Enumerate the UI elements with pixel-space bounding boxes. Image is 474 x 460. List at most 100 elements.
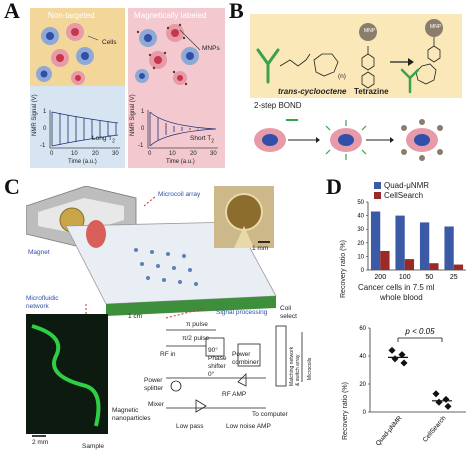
bar-y-tick-label: 40	[357, 214, 364, 220]
mnp-label-1: MNP	[364, 28, 376, 34]
long-t2-label: Long T2	[92, 135, 115, 145]
low-noise-amp-label: Low noise AMP	[226, 423, 271, 430]
bar-y-tick-label: 50	[357, 200, 364, 206]
power-combiner-1: Power	[232, 351, 251, 358]
scatter-x-tick-label: CellSearch	[422, 414, 448, 443]
nanoparticles-label: nanoparticles	[112, 415, 151, 422]
scatter-point-0-2	[391, 355, 399, 363]
scatter-x-tick-label: Quad-μNMR	[375, 415, 404, 448]
significance-label: p < 0.05	[404, 327, 435, 336]
bond-label: 2-step BOND	[254, 101, 302, 110]
scatter-point-0-0	[388, 346, 396, 354]
scatter-point-0-3	[400, 359, 408, 367]
panel-label-d: D	[326, 174, 342, 199]
cells-right	[135, 23, 199, 86]
legend-quad-swatch	[374, 182, 381, 189]
bond-cell-3	[401, 119, 443, 161]
microcoil-array-label: Microcoil array	[158, 191, 201, 198]
x-tick-20-left: 20	[92, 151, 99, 157]
bar-cellsearch-100	[404, 259, 415, 270]
cells-label: Cells	[102, 39, 117, 46]
legend-cellsearch-swatch	[374, 192, 381, 199]
x-label-left: Time (a.u.)	[68, 159, 97, 165]
bar-x-tick-label: 200	[374, 274, 386, 281]
nmr-long-decay	[49, 110, 120, 149]
bar-quad-25	[444, 226, 454, 270]
mnps-label: MNPs	[202, 45, 220, 52]
mixer-label: Mixer	[148, 401, 164, 408]
x-tick-0-right: 0	[148, 151, 152, 157]
panel-b-graphics	[254, 19, 443, 161]
panel-label-c: C	[4, 174, 20, 199]
panel-a: Non-targeted Magnetically labeled	[30, 8, 225, 168]
short-t2-label: Short T2	[190, 135, 214, 145]
y-tick-neg1-right: -1	[138, 143, 144, 149]
bar-quad-100	[395, 215, 405, 270]
antibody-icon	[256, 48, 280, 84]
phase-label: Phase	[208, 355, 227, 362]
y-label-right: NMR Signal (V)	[130, 94, 136, 136]
tco-label: trans-cyclooctene	[278, 87, 347, 96]
bar-x-tick-label: 25	[450, 274, 458, 281]
shifter-label: shifter	[208, 363, 226, 370]
scatter-y-tick-label: 0	[363, 410, 367, 416]
y-tick-0-right: 0	[141, 126, 145, 132]
x-tick-10-left: 10	[71, 151, 78, 157]
circuit-diagram	[166, 325, 303, 413]
magnetic-label: Magnetic	[112, 407, 139, 414]
legend-quad: Quad-μNMR	[384, 181, 430, 190]
mnp-label-2: MNP	[430, 24, 442, 30]
bar-quad-200	[370, 211, 381, 270]
scale-1cm: 1 cm	[128, 313, 143, 320]
power-splitter-1: Power	[144, 377, 163, 384]
network-label: network	[26, 303, 49, 310]
tco-structure	[279, 53, 339, 77]
y-tick-neg1-left: -1	[40, 143, 46, 149]
bond-cell-1	[254, 128, 286, 152]
panel-a-graphics	[36, 23, 218, 149]
tetrazine-structure	[361, 46, 375, 89]
bar-y-tick-label: 30	[357, 227, 364, 233]
rf-in-label: RF in	[160, 351, 176, 358]
scatter-point-1-0	[432, 390, 440, 398]
x-tick-20-right: 20	[190, 151, 197, 157]
magnet-label: Magnet	[28, 249, 50, 256]
x-tick-10-right: 10	[169, 151, 176, 157]
panel-label-a: A	[4, 0, 20, 23]
low-pass-label: Low pass	[176, 423, 204, 430]
callout-arrows	[85, 195, 207, 319]
x-label-right: Time (a.u.)	[166, 159, 195, 165]
x-tick-30-right: 30	[210, 151, 217, 157]
scatter-y-tick-label: 40	[359, 354, 366, 360]
bar-cellsearch-50	[429, 263, 439, 270]
mnp-bead-2	[425, 19, 443, 37]
n-label: (n)	[338, 73, 346, 80]
scatter-ylabel: Recovery ratio (%)	[342, 382, 349, 440]
scatter-y-tick-label: 60	[359, 326, 366, 332]
panel-label-b: B	[229, 0, 244, 23]
panel-c-graphics	[26, 186, 303, 437]
x-tick-30-left: 30	[112, 151, 119, 157]
pi-pulse-label: π pulse	[186, 321, 208, 328]
labeled-title: Magnetically labeled	[134, 11, 207, 20]
power-splitter-2: splitter	[144, 385, 164, 392]
phase-0: 0°	[208, 371, 215, 378]
signal-processing-label: Signal processing	[216, 309, 268, 316]
bar-cellsearch-200	[380, 250, 390, 270]
bar-xtitle-2: whole blood	[380, 293, 423, 302]
microfluidic-photo	[26, 314, 108, 434]
bar-y-tick-label: 20	[357, 241, 364, 247]
scatter-point-1-3	[444, 402, 452, 410]
bar-xtitle-1: Cancer cells in 7.5 ml	[358, 283, 435, 292]
bar-y-tick-label: 10	[357, 254, 364, 260]
power-combiner-2: combiner	[232, 359, 259, 366]
nmr-short-decay	[147, 110, 218, 149]
panel-b: MNP MNP (n) trans-cyclooctene Tetrazine …	[250, 14, 470, 174]
panel-c: Microcoil array Magnet Microfluidic netw…	[26, 186, 326, 456]
phase-90: 90°	[208, 347, 218, 354]
tetrazine-label: Tetrazine	[354, 87, 389, 96]
cells-left	[36, 23, 94, 85]
y-tick-0-left: 0	[43, 126, 47, 132]
bar-quad-50	[419, 222, 430, 270]
